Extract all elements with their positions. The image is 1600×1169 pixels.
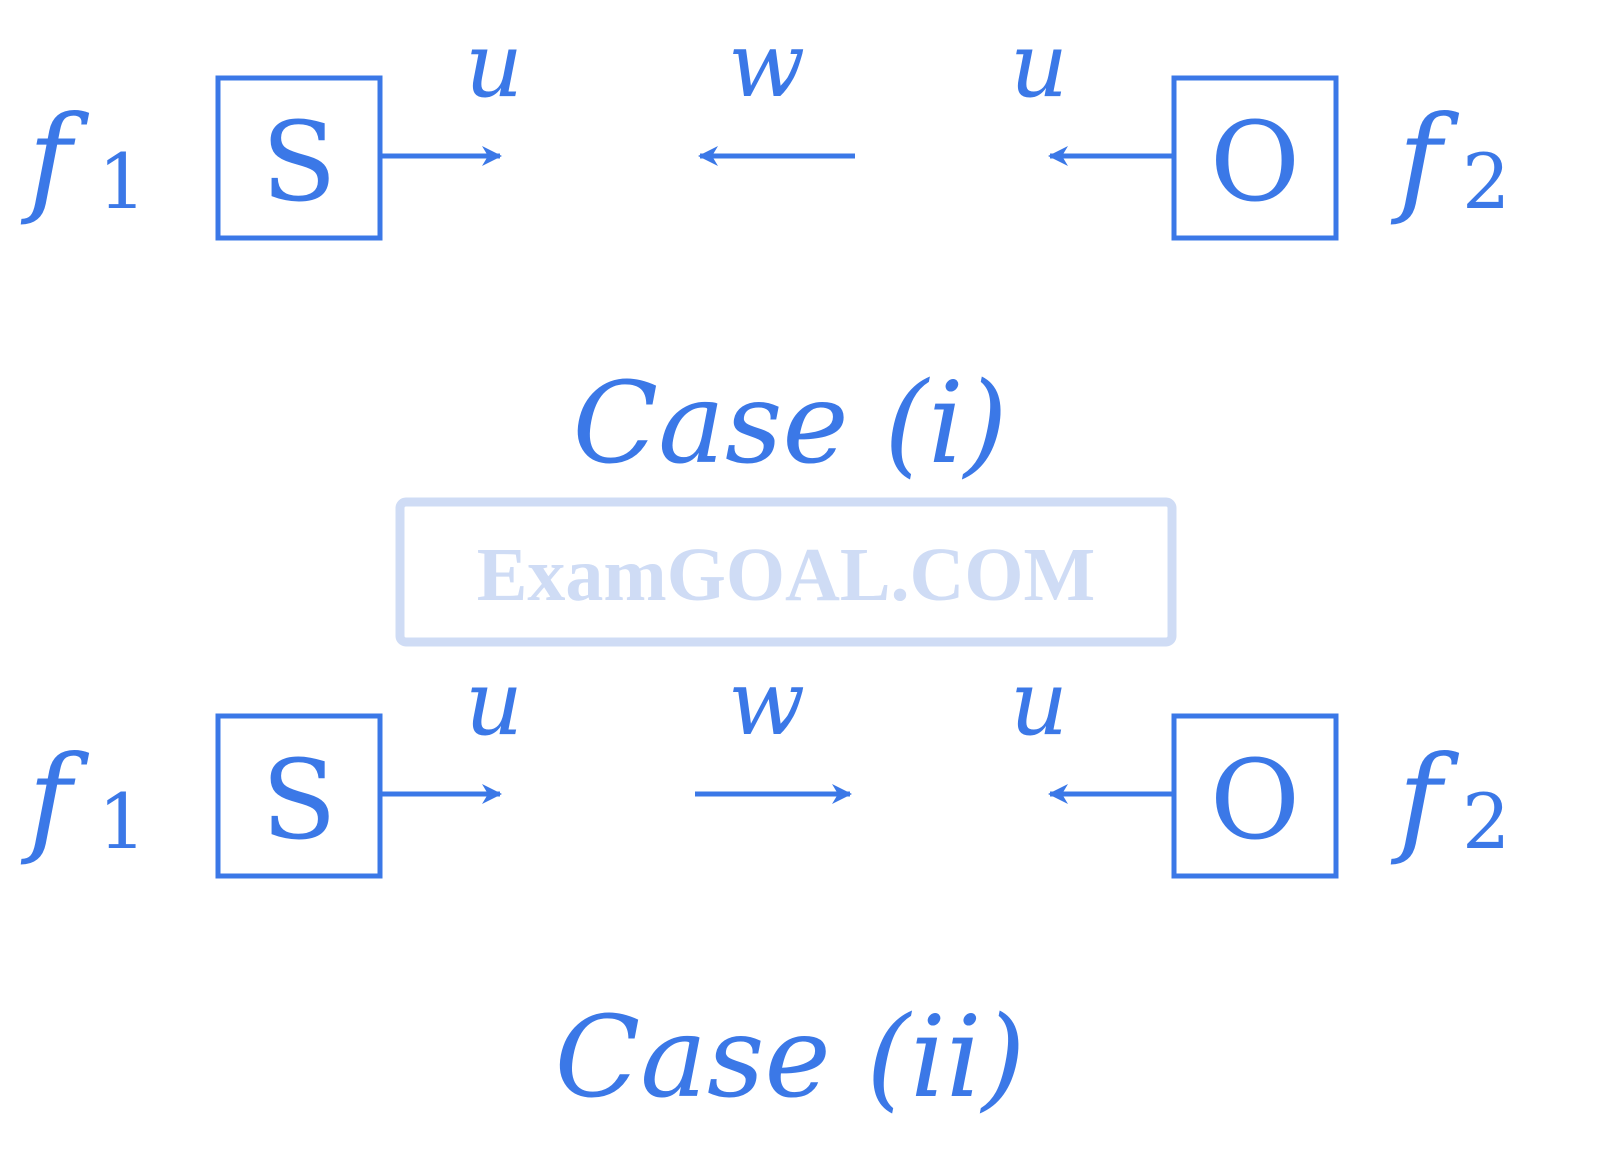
case-1-f2-subscript: 2 [1462, 137, 1510, 226]
case-2-f2-label: f [1390, 730, 1460, 868]
case-2-caption: Case (ii) [555, 993, 1026, 1123]
watermark-frame [395, 497, 1177, 647]
watermark: ExamGOAL.COM [395, 497, 1177, 647]
case-2-diagram: f 1 S u w u O f 2 Case (ii) [20, 651, 1510, 1123]
case-1-diagram: f 1 S u w u O f 2 Case (i) [20, 13, 1510, 489]
case-1-observer-box [1171, 75, 1339, 241]
case-2-f2-subscript: 2 [1462, 777, 1510, 866]
case-2-source-speed-label: u [465, 651, 523, 756]
case-1-f1-subscript: 1 [98, 137, 146, 226]
case-2-source-box [215, 713, 383, 879]
case-1-f1-label: f [20, 90, 90, 228]
case-1-wind-speed-label: w [728, 13, 805, 118]
case-1-caption: Case (i) [572, 359, 1007, 489]
case-2-observer-letter: O [1210, 736, 1300, 864]
case-1-observer-letter: O [1210, 98, 1300, 226]
case-1-source-box [215, 75, 383, 241]
case-1-f2-label: f [1390, 90, 1460, 228]
case-2-observer-speed-label: u [1010, 651, 1068, 756]
case-1-source-letter: S [261, 98, 336, 226]
case-2-f1-label: f [20, 730, 90, 868]
case-1-source-speed-label: u [465, 13, 523, 118]
case-2-source-letter: S [261, 736, 336, 864]
watermark-text: ExamGOAL.COM [477, 533, 1096, 617]
case-2-f1-subscript: 1 [98, 777, 146, 866]
case-1-observer-speed-label: u [1010, 13, 1068, 118]
case-2-wind-speed-label: w [728, 651, 805, 756]
case-2-observer-box [1171, 713, 1339, 879]
